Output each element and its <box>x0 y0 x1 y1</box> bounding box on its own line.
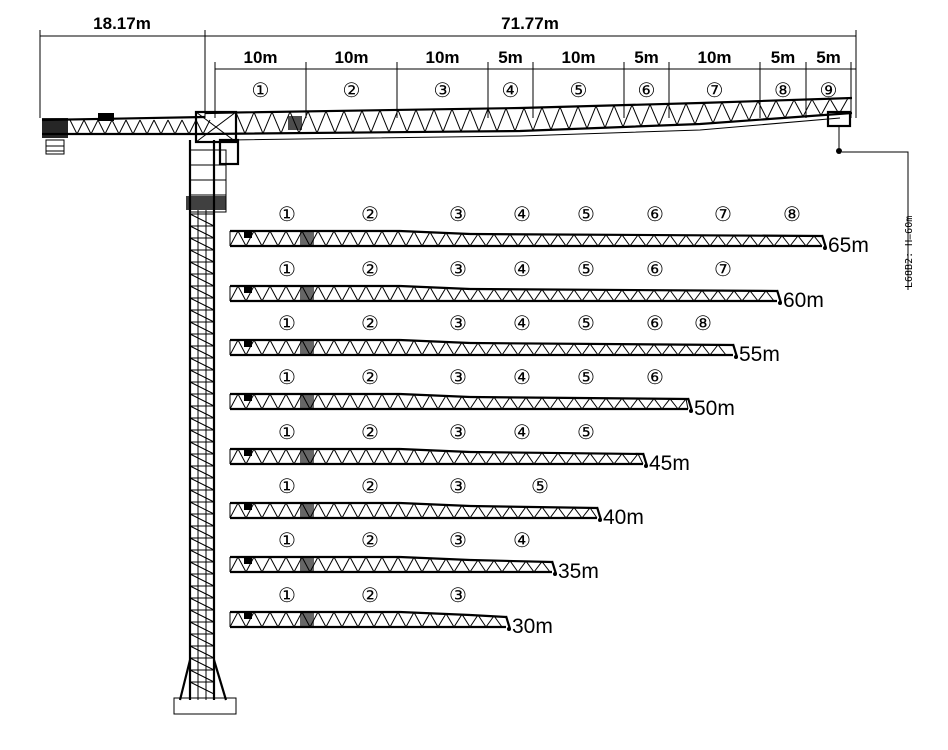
jib-length-label: 50m <box>694 397 735 420</box>
section-number: ③ <box>449 365 467 389</box>
jib-config-50m: ① ② ③ ④ ⑤ ⑥ 50m <box>229 365 735 420</box>
section-number: ① <box>278 365 296 389</box>
counter-jib <box>41 113 211 155</box>
section-number: ⑦ <box>714 257 732 281</box>
top-section-number: ⑤ <box>570 78 588 102</box>
section-number: ③ <box>449 257 467 281</box>
section-number: ④ <box>513 202 531 226</box>
section-number: ② <box>361 257 379 281</box>
section-dimension-label: 10m <box>334 48 368 67</box>
section-number: ① <box>278 420 296 444</box>
section-number: ⑤ <box>577 311 595 335</box>
jib-config-45m: ① ② ③ ④ ⑤ 45m <box>229 420 690 475</box>
section-number: ② <box>361 583 379 607</box>
jib-length-label: 45m <box>649 452 690 475</box>
section-number: ① <box>278 311 296 335</box>
top-section-number: ① <box>252 78 270 102</box>
top-section-number: ⑦ <box>706 78 724 102</box>
section-number: ① <box>278 257 296 281</box>
section-dimension-label: 10m <box>243 48 277 67</box>
section-dimension-labels: 10m 10m 10m 5m 10m 5m 10m 5m 5m <box>243 48 840 67</box>
section-number: ① <box>278 202 296 226</box>
jib-config-35m: ① ② ③ ④ 35m <box>229 528 599 583</box>
section-number: ② <box>361 528 379 552</box>
section-number: ④ <box>513 365 531 389</box>
jib-config-55m: ① ② ③ ④ ⑤ ⑥ ⑧ 55m <box>229 311 780 366</box>
top-section-number: ⑨ <box>820 78 838 102</box>
section-number: ② <box>361 420 379 444</box>
section-dimension-label: 10m <box>425 48 459 67</box>
section-dimension-label: 5m <box>816 48 841 67</box>
section-number: ① <box>278 528 296 552</box>
section-number: ③ <box>449 583 467 607</box>
section-number: ⑥ <box>646 365 664 389</box>
top-jib-section-numbers: ① ② ③ ④ ⑤ ⑥ ⑦ ⑧ ⑨ <box>252 78 838 102</box>
section-number: ③ <box>449 420 467 444</box>
section-number: ② <box>361 202 379 226</box>
section-dimension-label: 5m <box>498 48 523 67</box>
section-number: ② <box>361 365 379 389</box>
section-number: ④ <box>513 311 531 335</box>
tower-mast <box>173 140 237 715</box>
section-number: ⑧ <box>783 202 801 226</box>
jib-length-label: 65m <box>828 234 869 257</box>
section-number: ① <box>278 583 296 607</box>
jib-length-label: 35m <box>558 560 599 583</box>
jib-length-label: 55m <box>739 343 780 366</box>
top-section-number: ⑧ <box>774 78 792 102</box>
section-number: ③ <box>449 311 467 335</box>
section-number: ③ <box>449 202 467 226</box>
top-section-number: ⑥ <box>638 78 656 102</box>
jib-config-30m: ① ② ③ 30m <box>229 583 553 638</box>
section-number: ⑧ <box>694 311 712 335</box>
section-dimension-label: 5m <box>634 48 659 67</box>
top-section-number: ③ <box>434 78 452 102</box>
section-number: ⑤ <box>531 474 549 498</box>
jib-config-65m: ① ② ③ ④ ⑤ ⑥ ⑦ ⑧ 65m <box>229 202 869 257</box>
section-number: ⑤ <box>577 257 595 281</box>
jib-length-label: 60m <box>783 289 824 312</box>
section-number: ⑦ <box>714 202 732 226</box>
main-jib-dimension: 71.77m <box>501 14 559 33</box>
trolley-hook <box>826 110 909 290</box>
tower-head <box>186 110 240 213</box>
section-number: ⑤ <box>577 202 595 226</box>
section-dimension-label: 10m <box>697 48 731 67</box>
section-number: ③ <box>449 528 467 552</box>
jib-config-60m: ① ② ③ ④ ⑤ ⑥ ⑦ 60m <box>229 257 824 312</box>
section-number: ⑥ <box>646 311 664 335</box>
section-dimension-label: 10m <box>561 48 595 67</box>
counter-jib-dimension: 18.17m <box>93 14 151 33</box>
section-number: ⑥ <box>646 257 664 281</box>
section-number: ② <box>361 311 379 335</box>
section-number: ④ <box>513 528 531 552</box>
section-number: ④ <box>513 420 531 444</box>
section-number: ⑤ <box>577 420 595 444</box>
jib-length-label: 30m <box>512 615 553 638</box>
jib-configurations: ① ② ③ ④ ⑤ ⑥ ⑦ ⑧ 65m ① ② ③ ④ ⑤ ⑥ ⑦ 60m ① ② ③ ④ ⑤ ⑥ ⑧ 55m ① ② ③ ④ ⑤ ⑥ 50m… <box>229 202 869 638</box>
top-section-number: ④ <box>502 78 520 102</box>
main-jib-top <box>204 96 853 141</box>
section-number: ⑤ <box>577 365 595 389</box>
jib-config-40m: ① ② ③ ⑤ 40m <box>229 474 644 529</box>
top-section-number: ② <box>343 78 361 102</box>
section-number: ⑥ <box>646 202 664 226</box>
section-number: ③ <box>449 474 467 498</box>
model-label: L68B2: H=60m <box>904 216 915 288</box>
section-number: ① <box>278 474 296 498</box>
section-number: ④ <box>513 257 531 281</box>
section-dimension-label: 5m <box>771 48 796 67</box>
section-number: ② <box>361 474 379 498</box>
dimension-lines <box>39 30 857 118</box>
jib-length-label: 40m <box>603 506 644 529</box>
